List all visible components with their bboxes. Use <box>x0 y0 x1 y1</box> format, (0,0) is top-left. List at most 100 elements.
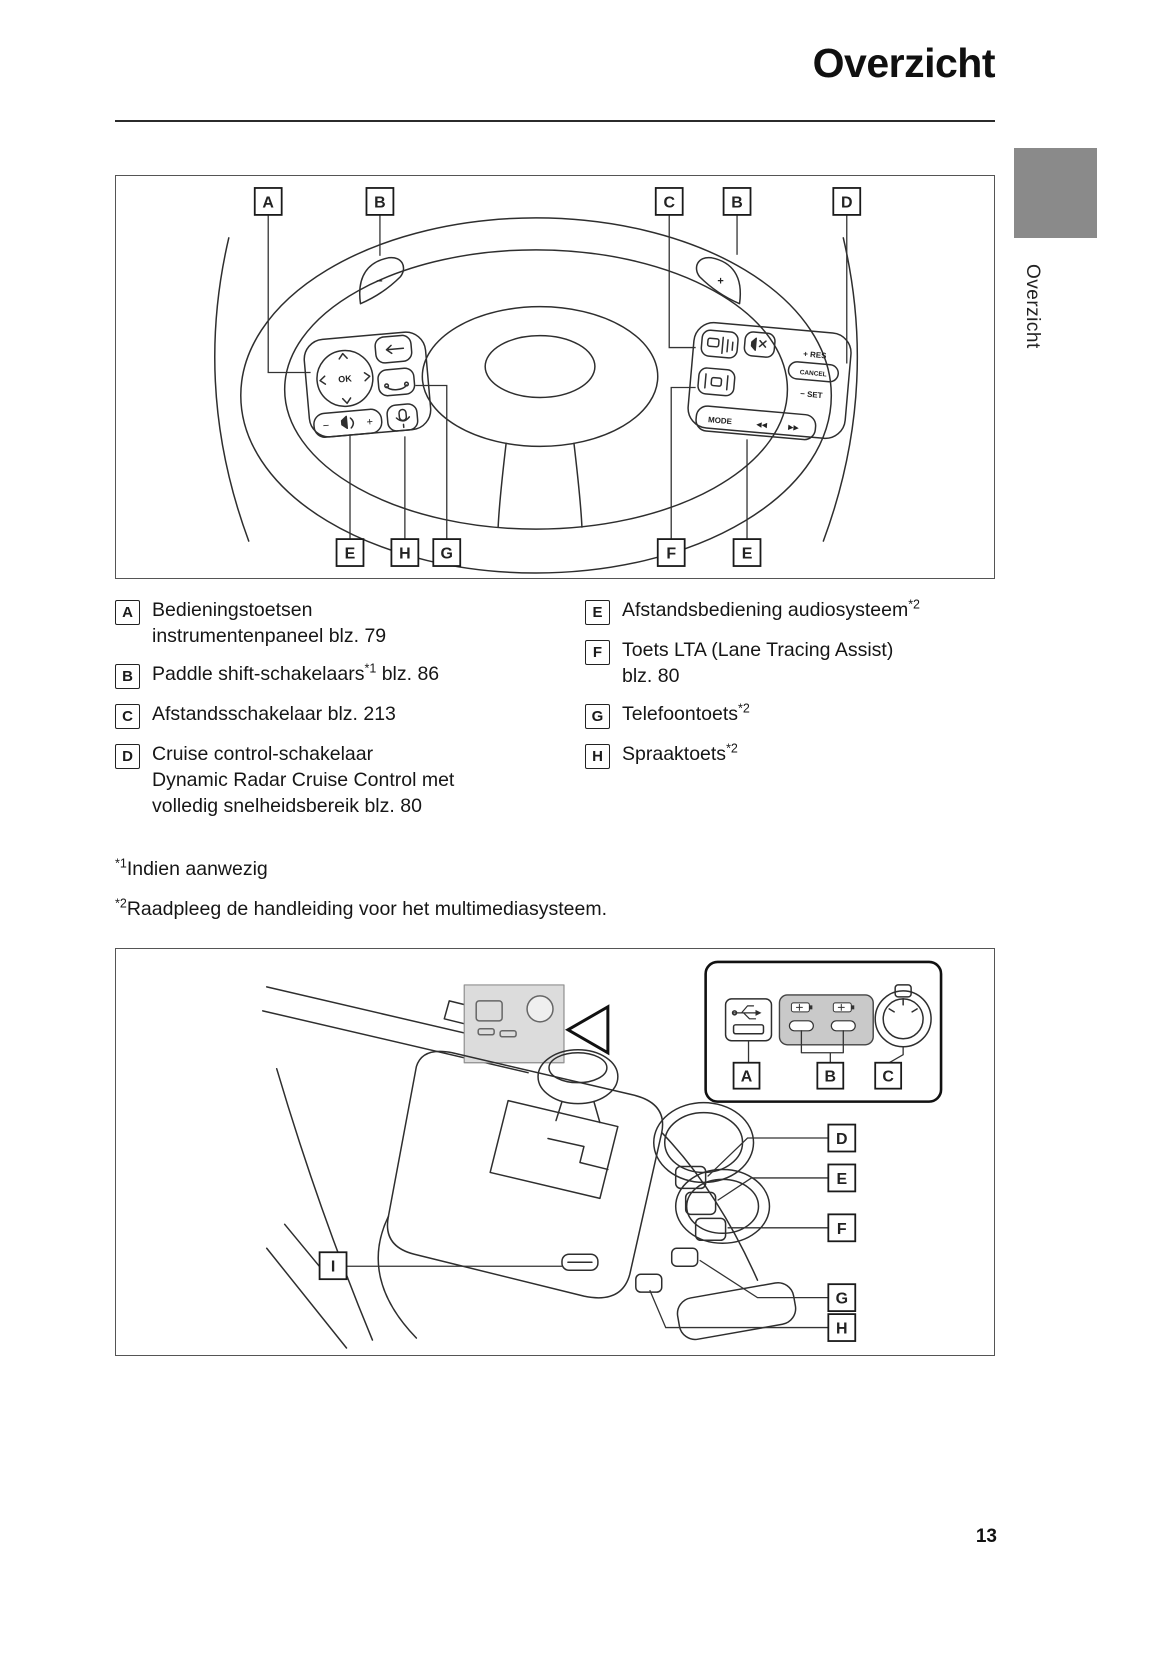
legend-item-b: B Paddle shift-schakelaars*1 blz. 86 <box>115 662 575 690</box>
callout-e-right: E <box>827 1163 857 1193</box>
callout-g-bottom: G <box>432 538 462 567</box>
right-paddle-shifter-icon <box>695 256 742 305</box>
svg-text:−: − <box>322 420 329 433</box>
legend-row: Spraaktoets*2 <box>622 741 738 766</box>
svg-text:D: D <box>836 1131 848 1148</box>
legend-row: Bedieningstoetsen <box>152 599 313 621</box>
chapter-tab-marker <box>1014 148 1097 238</box>
mode-track-buttons-icon: MODE ◀◀ ▶▶ <box>695 405 817 441</box>
svg-text:D: D <box>841 194 853 211</box>
callout-h-right: H <box>827 1313 857 1342</box>
legend-text-e: Afstandsbediening audiosysteem*2 <box>622 598 920 625</box>
legend-row: Dynamic Radar Cruise Control met <box>152 769 455 792</box>
legend-key-e: E <box>585 600 610 625</box>
svg-text:E: E <box>742 546 753 563</box>
phone-button-icon <box>377 367 416 397</box>
steering-wheel-figure: OK − + <box>214 187 862 574</box>
svg-text:I: I <box>331 1259 335 1276</box>
callout-h-bottom: H <box>390 538 420 567</box>
legend-text-d: Cruise control-schakelaar Dynamic Radar … <box>152 742 454 819</box>
legend-key-f: F <box>585 640 610 665</box>
footnote-2: *2Raadpleeg de handleiding voor het mult… <box>115 896 608 920</box>
left-paddle-shifter-icon <box>358 256 405 305</box>
svg-text:E: E <box>836 1171 847 1188</box>
svg-text:H: H <box>836 1321 848 1338</box>
figure1-leader-lines <box>267 214 848 540</box>
legend-key-c: C <box>115 704 140 730</box>
legend-row: instrumentenpaneel blz. 79 <box>152 624 387 647</box>
legend-key-a: A <box>115 600 140 625</box>
svg-text:MODE: MODE <box>708 415 733 426</box>
cruise-controls: + RES CANCEL − SET <box>787 349 839 400</box>
callout-b-top-right: B <box>722 187 752 216</box>
callout-g-right: G <box>827 1283 857 1313</box>
svg-text:+: + <box>366 416 373 429</box>
svg-text:C: C <box>663 194 675 211</box>
svg-text:E: E <box>345 546 356 563</box>
gear-shifter <box>489 1049 619 1200</box>
legend-text-a: Bedieningstoetsen instrumentenpaneel blz… <box>152 598 386 649</box>
legend-right-column: E Afstandsbediening audiosysteem*2 F Toe… <box>585 598 995 770</box>
legend-text-b: Paddle shift-schakelaars*1 blz. 86 <box>152 662 439 689</box>
callout-b-inset: B <box>816 1061 845 1090</box>
legend-item-d: D Cruise control-schakelaar Dynamic Rada… <box>115 742 575 819</box>
legend-item-a: A Bedieningstoetsen instrumentenpaneel b… <box>115 598 575 649</box>
title-divider <box>115 120 995 122</box>
callout-e-bottom-right: E <box>732 538 762 567</box>
inset-arrow-icon <box>564 1004 610 1056</box>
svg-text:A: A <box>262 194 274 211</box>
legend-left-column: A Bedieningstoetsen instrumentenpaneel b… <box>115 598 575 820</box>
legend-row: Cruise control-schakelaar <box>152 743 374 766</box>
svg-text:F: F <box>837 1221 847 1238</box>
svg-text:CANCEL: CANCEL <box>799 369 827 378</box>
legend-row: Telefoontoets*2 <box>622 701 750 726</box>
steering-wheel-figure-frame: OK − + <box>115 175 995 579</box>
volume-buttons-icon: − + <box>313 408 383 438</box>
figure1-callouts: A B C B D E H G F E <box>253 187 862 567</box>
figure2-leader-lines <box>346 1137 829 1329</box>
callout-e-bottom-left: E <box>335 538 365 567</box>
legend-row: volledig snelheidsbereik blz. 80 <box>152 794 422 817</box>
svg-text:B: B <box>731 194 743 211</box>
page-number: 13 <box>975 1526 997 1547</box>
console-switch <box>561 1253 599 1271</box>
ok-pad-icon: OK <box>316 349 374 408</box>
callout-f-bottom: F <box>656 538 686 567</box>
svg-text:G: G <box>441 546 453 563</box>
callout-b-top-left: B <box>365 187 395 216</box>
callout-i-left: I <box>318 1251 348 1281</box>
charging-ports-icon <box>778 994 874 1046</box>
legend-row: Toets LTA (Lane Tracing Assist) <box>622 639 894 661</box>
callout-c-top: C <box>654 187 684 216</box>
svg-text:− SET: − SET <box>800 389 823 400</box>
callout-d-right: D <box>827 1123 857 1153</box>
legend-row: Afstandsschakelaar blz. 213 <box>152 703 396 726</box>
legend-text-f: Toets LTA (Lane Tracing Assist) blz. 80 <box>622 638 893 689</box>
svg-text:H: H <box>399 546 411 563</box>
voice-button-icon <box>386 403 419 432</box>
legend-text-h: Spraaktoets*2 <box>622 742 738 769</box>
legend-item-h: H Spraaktoets*2 <box>585 742 995 770</box>
legend-text-g: Telefoontoets*2 <box>622 702 750 729</box>
callout-c-inset: C <box>874 1061 903 1090</box>
dashboard-curves <box>214 237 859 542</box>
legend-item-f: F Toets LTA (Lane Tracing Assist) blz. 8… <box>585 638 995 689</box>
svg-text:+ RES: + RES <box>803 349 827 360</box>
legend-key-b: B <box>115 664 140 690</box>
console-figure-frame: A B C D E F G H I <box>115 948 995 1356</box>
legend-row: Afstandsbediening audiosysteem*2 <box>622 597 921 621</box>
legend-row: blz. 80 <box>622 664 680 687</box>
left-switch-cluster: OK − + <box>303 331 432 438</box>
console-body <box>265 1050 759 1349</box>
legend-item-e: E Afstandsbediening audiosysteem*2 <box>585 598 995 625</box>
mute-button-icon <box>743 331 776 358</box>
legend-key-h: H <box>585 744 610 770</box>
chapter-side-label: Overzicht <box>1022 264 1043 349</box>
legend-key-d: D <box>115 744 140 770</box>
svg-text:B: B <box>825 1069 837 1086</box>
right-switch-cluster: + RES CANCEL − SET MODE ◀◀ ▶▶ <box>687 321 852 441</box>
callout-d-top: D <box>832 187 862 216</box>
console-highlight-panel <box>463 984 565 1064</box>
legend-key-g: G <box>585 704 610 730</box>
legend-item-c: C Afstandsschakelaar blz. 213 <box>115 702 575 730</box>
